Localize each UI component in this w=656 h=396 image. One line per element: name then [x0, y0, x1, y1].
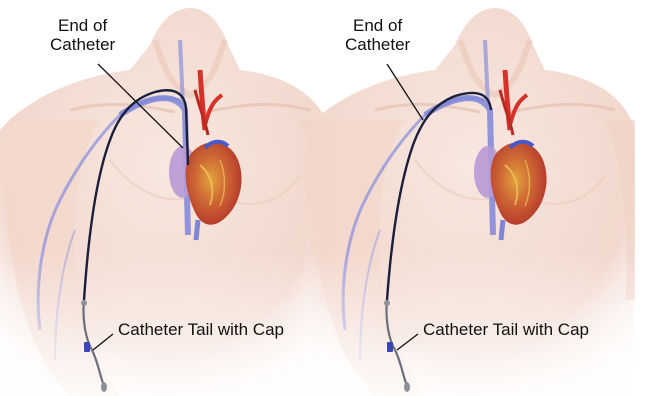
- end-of-catheter-label: End of Catheter: [50, 16, 115, 54]
- catheter-hub: [81, 300, 87, 306]
- catheter-clamp: [387, 342, 393, 352]
- catheter-clamp: [84, 342, 90, 352]
- catheter-cap: [101, 382, 107, 392]
- catheter-tail-label: Catheter Tail with Cap: [118, 320, 284, 339]
- catheter-hub: [384, 300, 390, 306]
- catheter-cap: [404, 382, 410, 392]
- catheter-tail-label: Catheter Tail with Cap: [423, 320, 589, 339]
- end-of-catheter-label: End of Catheter: [345, 16, 410, 54]
